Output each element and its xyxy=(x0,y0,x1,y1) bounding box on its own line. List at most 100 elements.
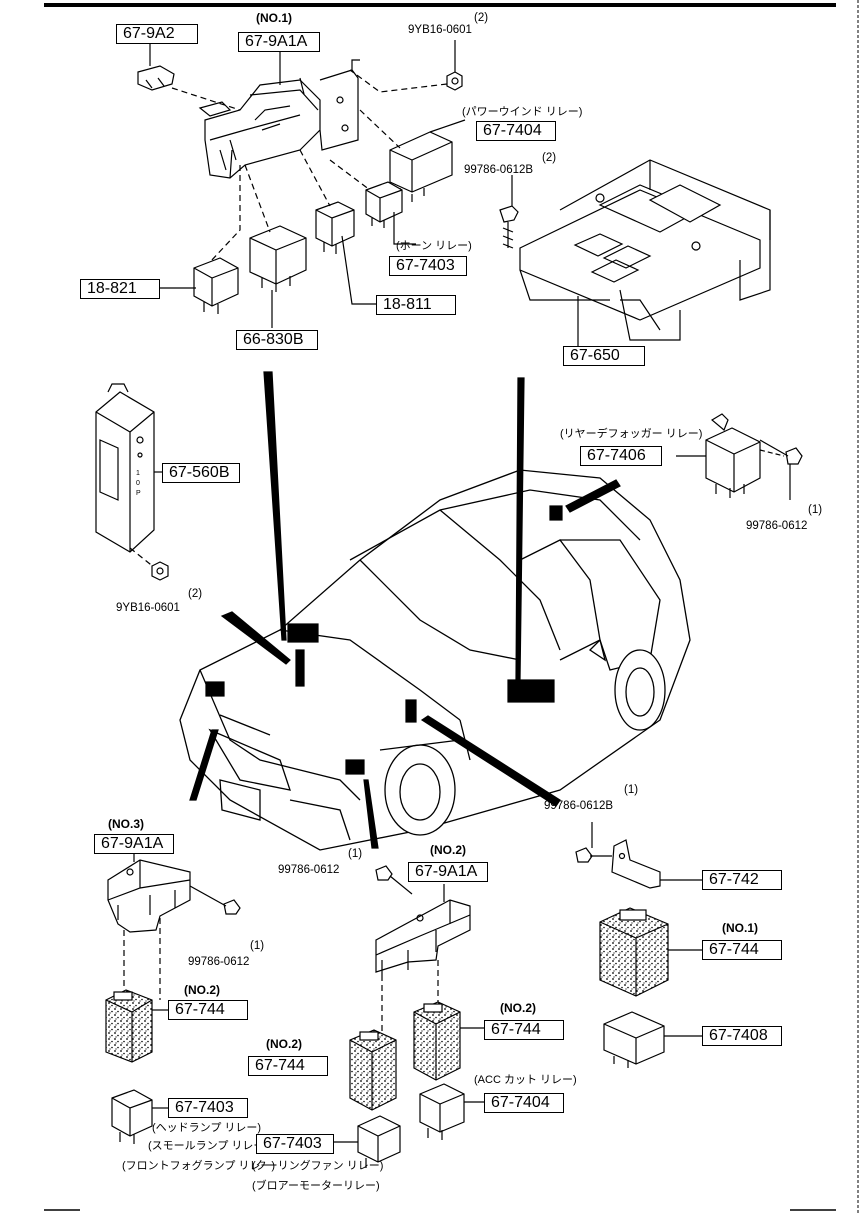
relay-name-acc-cut: (ACC カット リレー) xyxy=(474,1074,577,1086)
part-67-7406[interactable]: 67-7406 xyxy=(580,446,662,466)
fastener-bolt-rear-defog: 99786-0612 xyxy=(746,520,808,532)
part-67-9a1a-no1[interactable]: 67-9A1A xyxy=(238,32,320,52)
relay-name-rear-defogger: (リヤーデフォッガー リレー) xyxy=(560,428,703,440)
part-67-742[interactable]: 67-742 xyxy=(702,870,782,890)
relay-name-cooling-fan: (クーリングファン リレー) xyxy=(252,1160,384,1172)
part-67-650[interactable]: 67-650 xyxy=(563,346,645,366)
module-67-560b: 1 0 P xyxy=(95,383,155,553)
note-no2-mid: (NO.2) xyxy=(266,1037,302,1051)
dash-no2-down xyxy=(381,960,439,1032)
part-67-744-no2-mid[interactable]: 67-744 xyxy=(248,1056,328,1076)
page-border xyxy=(44,0,859,1214)
bolt-no3 xyxy=(189,885,241,915)
svg-text:P: P xyxy=(136,490,141,497)
qty-bolt-no3: (1) xyxy=(250,940,265,952)
note-no2-center: (NO.2) xyxy=(430,843,466,857)
relay-66-830b xyxy=(249,225,307,292)
relay-67-7406 xyxy=(705,413,761,498)
relay-67-7404-acc xyxy=(419,1083,465,1140)
relay-name-front-fog: (フロントフォグランプ リレー) xyxy=(122,1160,276,1172)
dash-nut-top xyxy=(349,69,448,93)
nut-left xyxy=(151,561,169,581)
bracket-no2 xyxy=(375,899,471,975)
dash-66-830b xyxy=(244,164,271,233)
bolt-rear-defog xyxy=(759,439,803,465)
relay-horn xyxy=(365,181,403,228)
relay-67-7408 xyxy=(603,1011,665,1068)
relay-block-no1 xyxy=(198,59,360,179)
qty-nut-left: (2) xyxy=(188,588,203,600)
part-66-830b[interactable]: 66-830B xyxy=(236,330,318,350)
part-67-7403-horn[interactable]: 67-7403 xyxy=(389,256,467,276)
fastener-bolt-no2: 99786-0612 xyxy=(278,864,340,876)
part-18-821[interactable]: 18-821 xyxy=(80,279,160,299)
part-67-7404-pw[interactable]: 67-7404 xyxy=(476,121,556,141)
dash-7406 xyxy=(759,449,785,457)
location-markers xyxy=(189,371,621,849)
qty-bolt-rear-defog: (1) xyxy=(808,504,823,516)
part-67-560b[interactable]: 67-560B xyxy=(162,463,240,483)
fastener-nut-top: 9YB16-0601 xyxy=(408,24,472,36)
leader-18-811 xyxy=(341,235,376,305)
part-67-9a1a-no3[interactable]: 67-9A1A xyxy=(94,834,174,854)
part-67-7403-cool[interactable]: 67-7403 xyxy=(256,1134,334,1154)
fastener-bolt-top: 99786-0612B xyxy=(464,164,534,176)
part-18-811[interactable]: 18-811 xyxy=(376,295,456,315)
bolt-67-742 xyxy=(575,847,612,863)
relay-67-7403-head xyxy=(111,1089,153,1144)
part-67-7408[interactable]: 67-7408 xyxy=(702,1026,782,1046)
fastener-nut-left: 9YB16-0601 xyxy=(116,602,180,614)
relay-name-blower-motor: (ブロアーモーターリレー) xyxy=(252,1180,380,1192)
relay-67-744-no1 xyxy=(599,907,669,997)
note-no2-right: (NO.2) xyxy=(500,1001,536,1015)
note-no1-top: (NO.1) xyxy=(256,11,292,25)
part-67-9a1a-no2[interactable]: 67-9A1A xyxy=(408,862,488,882)
dash-pw xyxy=(359,109,401,149)
dash-67-560b xyxy=(129,547,156,569)
bolt-top xyxy=(499,205,519,249)
qty-bolt-top: (2) xyxy=(542,152,557,164)
relay-name-power-window: (パワーウインド リレー) xyxy=(462,106,583,118)
dash-18-821 xyxy=(209,165,241,263)
part-67-7404-acc[interactable]: 67-7404 xyxy=(484,1093,564,1113)
part-67-9a2[interactable]: 67-9A2 xyxy=(116,24,198,44)
relay-name-small-lamp: (スモールランプ リレー) xyxy=(148,1140,269,1152)
part-67-744-no1[interactable]: 67-744 xyxy=(702,940,782,960)
qty-bolt-no2: (1) xyxy=(348,848,363,860)
dash-18-811 xyxy=(299,149,331,207)
leader-horn xyxy=(393,212,416,245)
dash-no3-down xyxy=(123,918,161,1000)
note-no1-right: (NO.1) xyxy=(722,921,758,935)
car-illustration xyxy=(179,469,691,851)
part-67-744-no2-right[interactable]: 67-744 xyxy=(484,1020,564,1040)
fastener-bolt-no3: 99786-0612 xyxy=(188,956,250,968)
dash-horn xyxy=(329,159,371,191)
relay-67-744-right xyxy=(413,1001,461,1081)
svg-text:0: 0 xyxy=(136,480,140,487)
note-no2-left: (NO.2) xyxy=(184,983,220,997)
relay-18-811 xyxy=(315,201,355,254)
bolt-no2 xyxy=(375,865,413,895)
dash-67-9a2 xyxy=(171,87,241,111)
relay-67-744-left xyxy=(105,989,153,1063)
relay-name-headlamp: (ヘッドランプ リレー) xyxy=(152,1122,262,1134)
fastener-bolt-67-742: 99786-0612B xyxy=(544,800,614,812)
connector-67-9a2 xyxy=(137,65,175,91)
bracket-67-742 xyxy=(611,839,661,889)
part-67-7403-head[interactable]: 67-7403 xyxy=(168,1098,248,1118)
nut-top xyxy=(446,71,463,91)
qty-bolt-67-742: (1) xyxy=(624,784,639,796)
bracket-no3 xyxy=(107,859,191,933)
qty-nut-top: (2) xyxy=(474,12,489,24)
relay-name-horn: (ホーン リレー) xyxy=(396,240,472,252)
relay-67-7403-cool xyxy=(357,1115,401,1168)
leader-67-7404-pw xyxy=(429,119,466,133)
relay-18-821 xyxy=(193,257,239,314)
note-no3: (NO.3) xyxy=(108,817,144,831)
svg-text:1: 1 xyxy=(136,470,140,477)
relay-67-744-mid xyxy=(349,1029,397,1111)
module-67-650 xyxy=(519,159,771,341)
part-67-744-no2-left[interactable]: 67-744 xyxy=(168,1000,248,1020)
